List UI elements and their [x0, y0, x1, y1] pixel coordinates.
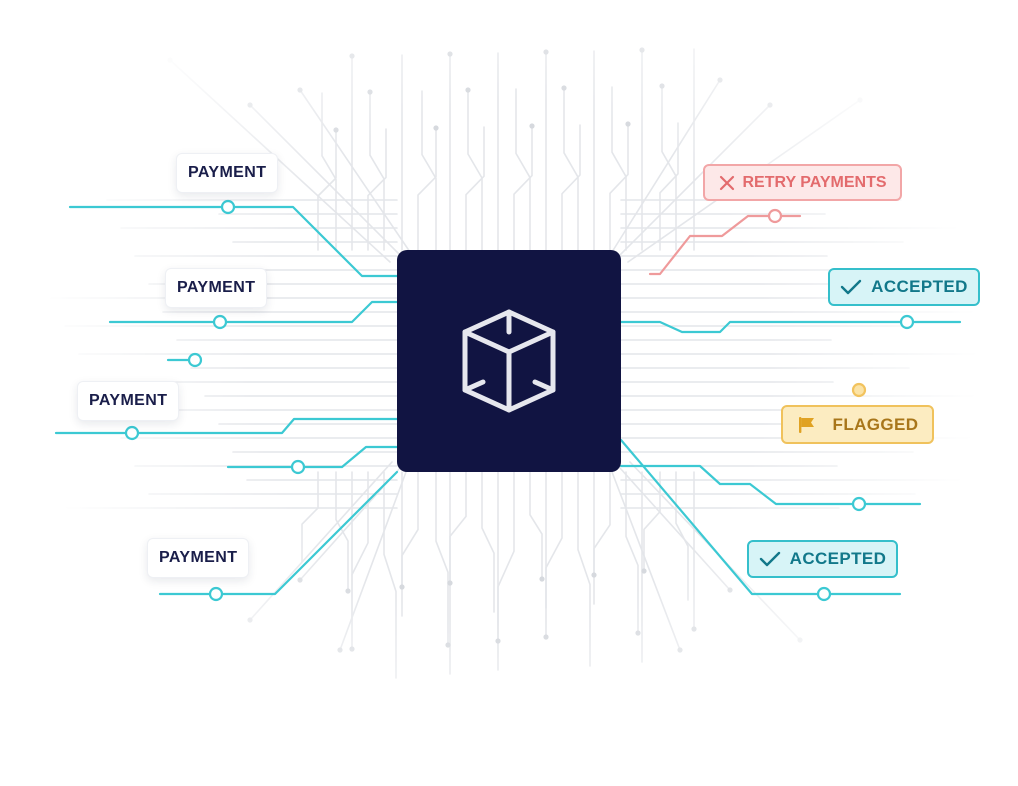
payment-label: PAYMENT [188, 164, 267, 181]
processor-chip [397, 250, 621, 472]
flagged-label: FLAGGED [832, 414, 919, 434]
payment-label: PAYMENT [177, 279, 256, 296]
trace-node [816, 586, 832, 602]
payment-tag: PAYMENT [147, 538, 250, 578]
trace-node [851, 382, 867, 398]
active-trace [158, 470, 399, 596]
retry-payments-label: RETRY PAYMENTS [742, 173, 887, 191]
accepted-label: ACCEPTED [871, 277, 968, 296]
check-icon [840, 278, 862, 296]
active-trace [619, 320, 962, 334]
check-icon [759, 550, 781, 568]
accepted-label: ACCEPTED [789, 549, 887, 568]
trace-node [220, 199, 236, 215]
payment-label: PAYMENT [89, 392, 168, 409]
trace-node [767, 208, 783, 224]
active-trace [648, 214, 802, 276]
trace-node [899, 314, 915, 330]
trace-node [851, 496, 867, 512]
active-trace [226, 445, 399, 469]
payment-tag: PAYMENT [165, 268, 268, 308]
accepted-tag: ACCEPTED [828, 268, 980, 306]
flagged-tag: FLAGGED [781, 405, 934, 444]
active-trace [54, 417, 399, 435]
payment-label: PAYMENT [159, 549, 238, 566]
trace-node [187, 352, 203, 368]
payment-tag: PAYMENT [176, 153, 279, 193]
trace-node [124, 425, 140, 441]
active-circuit-traces [54, 205, 962, 596]
x-icon [718, 174, 736, 192]
active-trace [108, 300, 399, 324]
retry-payments-tag: RETRY PAYMENTS [703, 164, 902, 201]
trace-node [212, 314, 228, 330]
active-circuit-nodes [124, 199, 915, 602]
active-trace [619, 438, 902, 596]
flag-icon [797, 415, 817, 435]
cube-icon [459, 306, 559, 416]
accepted-tag: ACCEPTED [747, 540, 898, 578]
active-trace [68, 205, 399, 278]
active-trace [619, 464, 922, 506]
payment-tag: PAYMENT [77, 381, 180, 421]
trace-node [290, 459, 306, 475]
trace-node [208, 586, 224, 602]
